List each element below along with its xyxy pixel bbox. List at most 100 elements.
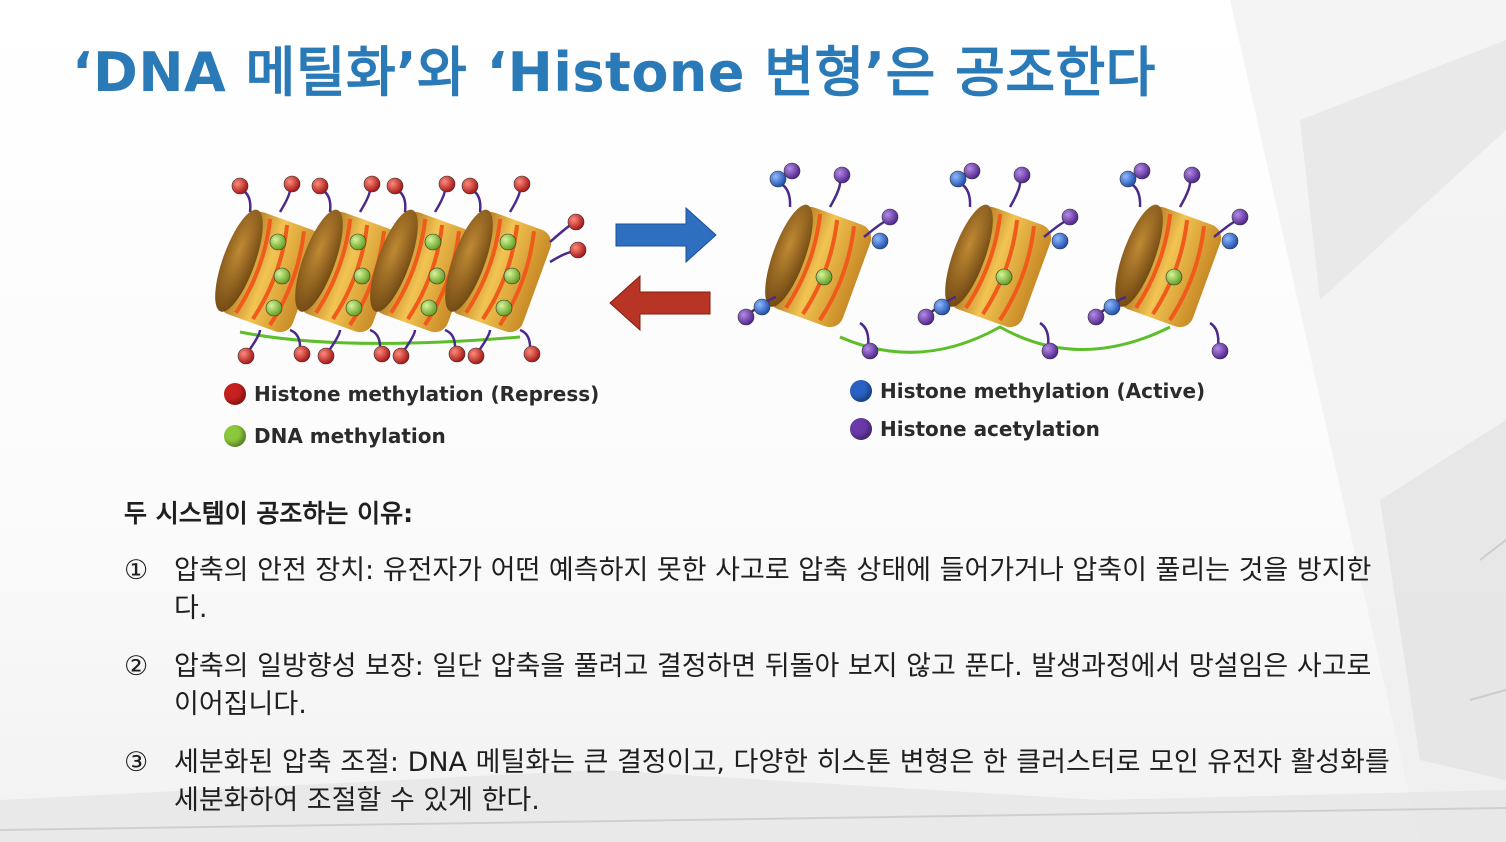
dna-wrap xyxy=(818,225,857,322)
modification-ball xyxy=(567,213,585,231)
modification-ball xyxy=(495,299,513,317)
body-content: 두 시스템이 공조하는 이유: ① 압축의 안전 장치: 유전자가 어떤 예측하… xyxy=(124,494,1424,840)
modification-ball xyxy=(438,175,456,193)
modification-ball xyxy=(933,298,951,316)
modification-ball xyxy=(815,268,833,286)
legend-label: DNA methylation xyxy=(254,424,446,448)
histone-tail xyxy=(1008,180,1022,208)
modification-ball xyxy=(1087,308,1105,326)
histone-face xyxy=(945,204,993,307)
modification-ball xyxy=(881,208,899,226)
modification-ball xyxy=(833,166,851,184)
item-number: ③ xyxy=(124,747,149,778)
linker-dna xyxy=(239,330,521,345)
histone-face xyxy=(765,204,813,307)
legend-right: Histone methylation (Active) Histone ace… xyxy=(850,376,1205,444)
legend-item-active: Histone methylation (Active) xyxy=(850,376,1205,406)
modification-ball xyxy=(349,233,367,251)
dna-wrap xyxy=(1168,225,1207,322)
histone-tail xyxy=(278,187,292,213)
modification-ball xyxy=(353,267,371,285)
modification-ball xyxy=(1013,166,1031,184)
list-item: ③ 세분화된 압축 조절: DNA 메틸화는 큰 결정이고, 다양한 히스톤 변… xyxy=(124,744,1424,820)
item-text: 압축의 안전 장치: 유전자가 어떤 예측하지 못한 사고로 압축 상태에 들어… xyxy=(174,555,1372,624)
histone-tail xyxy=(959,181,972,208)
section-heading: 두 시스템이 공조하는 이유: xyxy=(124,499,414,528)
arrow-left-icon xyxy=(609,274,711,332)
modification-ball xyxy=(1231,208,1249,226)
item-number: ② xyxy=(124,651,149,682)
modification-ball xyxy=(269,233,287,251)
modification-ball xyxy=(737,308,755,326)
modification-ball xyxy=(1061,208,1079,226)
legend-label: Histone methylation (Repress) xyxy=(254,382,600,406)
legend-item-dna-methylation: DNA methylation xyxy=(224,422,599,450)
arrow-right-icon xyxy=(615,206,717,264)
modification-ball xyxy=(1221,232,1239,250)
modification-ball xyxy=(420,299,438,317)
linker-dna xyxy=(839,325,1171,354)
modification-ball xyxy=(503,267,521,285)
modification-ball xyxy=(231,177,249,195)
dna-wrap xyxy=(464,218,503,314)
modification-ball xyxy=(1133,162,1151,180)
histone-face xyxy=(1115,204,1163,307)
dna-wrap xyxy=(998,225,1037,322)
item-number: ① xyxy=(124,555,149,586)
modification-ball xyxy=(1165,268,1183,286)
blue-dot-icon xyxy=(850,380,872,402)
list-item: ① 압축의 안전 장치: 유전자가 어떤 예측하지 못한 사고로 압축 상태에 … xyxy=(124,552,1424,628)
green-dot-icon xyxy=(224,425,246,447)
modification-ball xyxy=(392,347,410,365)
dna-wrap xyxy=(314,218,353,314)
histone-tail xyxy=(828,180,842,208)
modification-ball xyxy=(373,345,391,363)
modification-ball xyxy=(1119,170,1137,188)
modification-ball xyxy=(311,177,329,195)
modification-ball xyxy=(345,299,363,317)
modification-ball xyxy=(995,268,1013,286)
modification-ball xyxy=(1051,232,1069,250)
dna-wrap xyxy=(964,213,1003,309)
legend-item-acetylation: Histone acetylation xyxy=(850,414,1205,444)
legend-label: Histone acetylation xyxy=(880,417,1100,441)
histone-tail xyxy=(1178,180,1192,208)
legend-label: Histone methylation (Active) xyxy=(880,379,1206,403)
modification-ball xyxy=(1041,342,1059,360)
dna-wrap xyxy=(784,213,823,309)
histone-face xyxy=(370,209,418,312)
modification-ball xyxy=(448,345,466,363)
modification-ball xyxy=(513,175,531,193)
nucleosome-figure: Histone methylation (Repress) DNA methyl… xyxy=(180,132,1280,460)
open-chromatin xyxy=(737,162,1249,360)
modification-ball xyxy=(386,177,404,195)
modification-ball xyxy=(753,298,771,316)
condensed-chromatin xyxy=(215,175,587,365)
list-item: ② 압축의 일방향성 보장: 일단 압축을 풀려고 결정하면 뒤돌아 보지 않고… xyxy=(124,648,1424,724)
item-text: 압축의 일방향성 보장: 일단 압축을 풀려고 결정하면 뒤돌아 보지 않고 푼… xyxy=(174,651,1372,720)
histone-tail xyxy=(508,187,522,213)
modification-ball xyxy=(569,241,587,259)
slide-title: ‘DNA 메틸화’와 ‘Histone 변형’은 공조한다 xyxy=(72,41,1156,104)
modification-ball xyxy=(917,308,935,326)
modification-ball xyxy=(424,233,442,251)
histone-tail xyxy=(549,222,573,243)
modification-ball xyxy=(283,175,301,193)
histone-tail xyxy=(358,187,372,213)
modification-ball xyxy=(1183,166,1201,184)
histone-face xyxy=(445,209,493,312)
histone-tail xyxy=(779,181,792,208)
item-text: 세분화된 압축 조절: DNA 메틸화는 큰 결정이고, 다양한 히스톤 변형은… xyxy=(174,747,1390,816)
modification-ball xyxy=(1211,342,1229,360)
histone-tail xyxy=(549,250,575,264)
modification-ball xyxy=(523,345,541,363)
modification-ball xyxy=(273,267,291,285)
modification-ball xyxy=(499,233,517,251)
modification-ball xyxy=(949,170,967,188)
histone-face xyxy=(215,209,263,312)
modification-ball xyxy=(265,299,283,317)
modification-ball xyxy=(317,347,335,365)
modification-ball xyxy=(871,232,889,250)
dna-wrap xyxy=(234,218,273,314)
modification-ball xyxy=(363,175,381,193)
